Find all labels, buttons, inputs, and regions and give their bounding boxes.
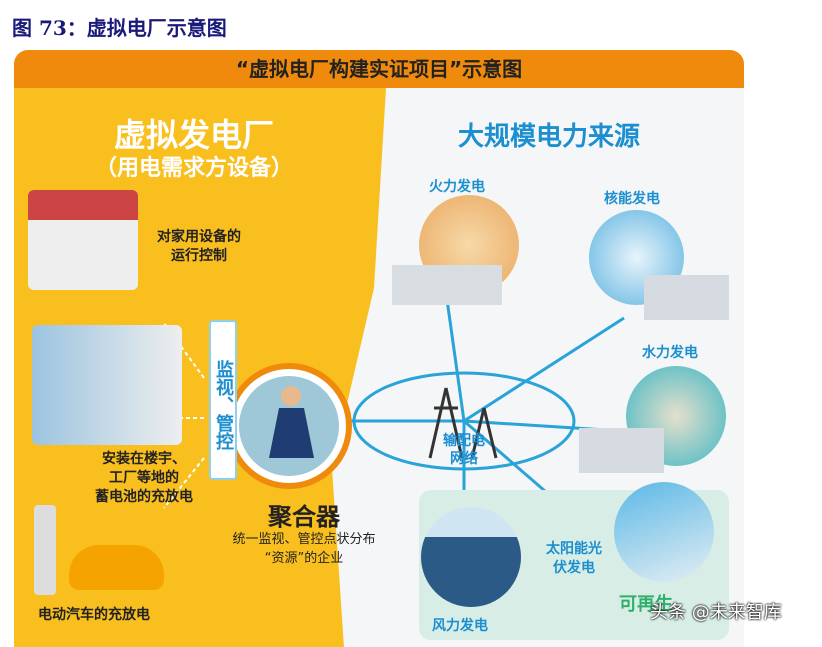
- virtual-plant-title: 虚拟发电厂: [113, 116, 274, 154]
- virtual-plant-subtitle: （用电需求方设备）: [94, 156, 293, 181]
- wind-label: 风力发电: [432, 618, 488, 634]
- monitor-control-label: 监视、管控: [209, 320, 237, 480]
- ev-label: 电动汽车的充放电: [38, 607, 150, 623]
- grid-label: 输配电 网络: [443, 433, 485, 467]
- building-battery-label: 安装在楼宇、 工厂等地的 蓄电池的充放电: [95, 451, 193, 505]
- diagram-panel: “虚拟电厂构建实证项目”示意图 虚拟发电厂 （用电需求方设备） 对家用设备的 运…: [14, 50, 744, 647]
- home-control-label: 对家用设备的 运行控制: [157, 229, 241, 264]
- watermark: 头条 @未来智库: [650, 602, 782, 623]
- thermal-building-icon: [392, 265, 502, 305]
- diagram-header: “虚拟电厂构建实证项目”示意图: [14, 50, 744, 88]
- power-source-title: 大规模电力来源: [457, 122, 640, 152]
- house-icon: [28, 190, 138, 290]
- aggregator-title: 聚合器: [268, 503, 340, 531]
- hydro-building-icon: [579, 428, 664, 473]
- solar-power-icon: [614, 482, 714, 582]
- ev-charging-icon: [34, 505, 164, 600]
- aggregator-description: 统一监视、管控点状分布 “资源”的企业: [232, 532, 376, 566]
- nuclear-label: 核能发电: [604, 191, 660, 207]
- solar-label: 太阳能光 伏发电: [546, 541, 602, 576]
- figure-title: 图 73：虚拟电厂示意图: [12, 16, 227, 40]
- thermal-label: 火力发电: [429, 179, 485, 195]
- wind-power-icon: [421, 507, 521, 607]
- nuclear-building-icon: [644, 275, 729, 320]
- renewable-label: 可再生: [619, 594, 673, 615]
- hydro-label: 水力发电: [642, 345, 698, 361]
- building-battery-icon: [32, 325, 182, 445]
